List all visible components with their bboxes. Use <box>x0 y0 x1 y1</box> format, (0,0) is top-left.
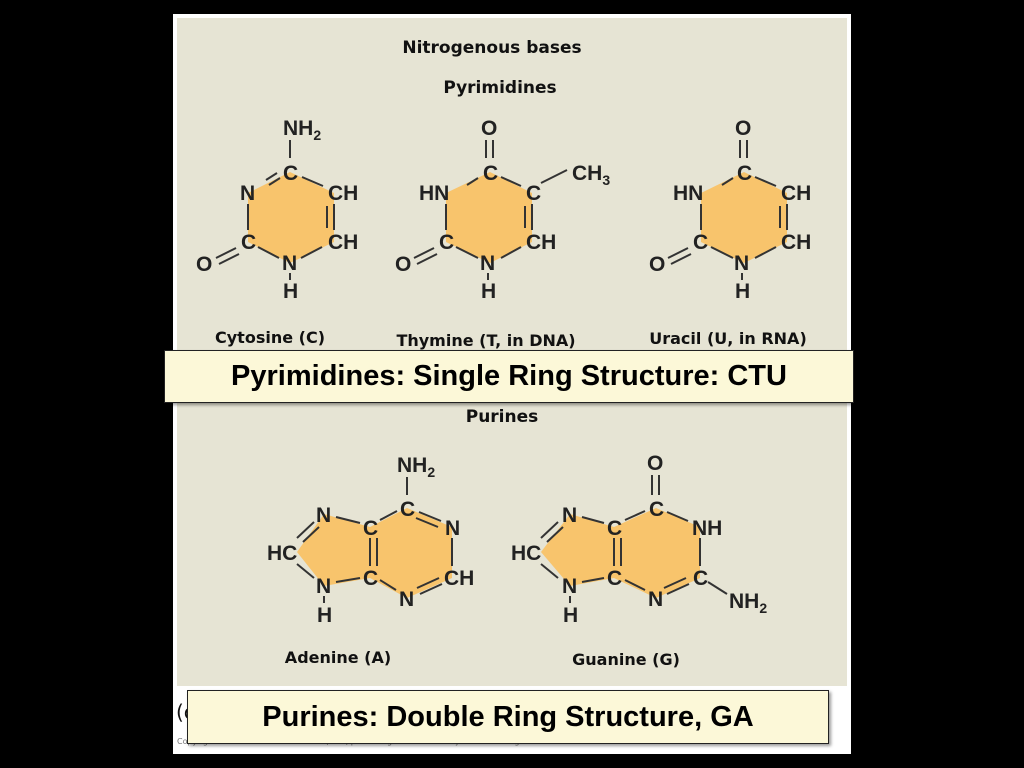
uracil-atom-c-top: C <box>737 162 752 185</box>
uracil-atom-hn: HN <box>673 182 703 205</box>
guanine-atom-nh2: NH2 <box>729 590 767 616</box>
pyrimidines-banner: Pyrimidines: Single Ring Structure: CTU <box>164 350 854 403</box>
uracil-atom-c-bottom: C <box>693 231 708 254</box>
adenine-atom-ch: CH <box>444 567 474 590</box>
adenine-atom-h9: H <box>317 604 332 627</box>
cytosine-atom-ch-bottom: CH <box>328 231 358 254</box>
diagram-title: Nitrogenous bases <box>402 38 582 58</box>
thymine-atom-h: H <box>481 280 496 303</box>
guanine-atom-c-top: C <box>649 498 664 521</box>
thymine-atom-ch-bottom: CH <box>526 231 556 254</box>
cytosine-ring <box>248 172 334 263</box>
thymine-atom-c-bottom: C <box>439 231 454 254</box>
adenine-atom-n-bottom: N <box>399 588 414 611</box>
guanine-atom-c-fuse-bottom: C <box>607 567 622 590</box>
purines-heading: Purines <box>465 407 539 427</box>
cytosine-caption: Cytosine (C) <box>215 328 325 347</box>
pyrimidines-heading: Pyrimidines <box>443 78 557 98</box>
guanine-atom-n-bottom: N <box>648 588 663 611</box>
adenine-atom-c-fuse-top: C <box>363 517 378 540</box>
guanine-caption: Guanine (G) <box>572 650 680 669</box>
thymine-ring <box>446 172 532 263</box>
uracil-atom-ch-top: CH <box>781 182 811 205</box>
cytosine-atom-o: O <box>196 253 212 276</box>
uracil-ring <box>701 172 787 263</box>
guanine-atom-n9: N <box>562 575 577 598</box>
thymine-atom-c-right: C <box>526 182 541 205</box>
uracil-caption: Uracil (U, in RNA) <box>649 329 807 348</box>
guanine-atom-c-fuse-top: C <box>607 517 622 540</box>
guanine-atom-c-right: C <box>693 567 708 590</box>
cytosine-atom-n-bottom: N <box>282 252 297 275</box>
cytosine-atom-c-bottom: C <box>241 231 256 254</box>
adenine-caption: Adenine (A) <box>284 648 392 667</box>
adenine-atom-c-top: C <box>400 498 415 521</box>
thymine-caption: Thymine (T, in DNA) <box>396 331 576 350</box>
thymine-atom-o-left: O <box>395 253 411 276</box>
adenine-atom-hc8: HC <box>267 542 297 565</box>
uracil-atom-ch-bottom: CH <box>781 231 811 254</box>
cytosine-atom-c-top: C <box>283 162 298 185</box>
guanine-atom-h9: H <box>563 604 578 627</box>
guanine-atom-o-top: O <box>647 452 663 475</box>
adenine-ring-five <box>297 514 370 586</box>
guanine-ring-six <box>614 508 700 598</box>
thymine-atom-n-bottom: N <box>480 252 495 275</box>
guanine-atom-n7: N <box>562 504 577 527</box>
adenine-atom-n7: N <box>316 504 331 527</box>
adenine-atom-c-fuse-bottom: C <box>363 567 378 590</box>
uracil-atom-o-left: O <box>649 253 665 276</box>
adenine-atom-n-right: N <box>445 517 460 540</box>
thymine-atom-c-top: C <box>483 162 498 185</box>
adenine-ring-six <box>370 508 452 598</box>
uracil-atom-n-bottom: N <box>734 252 749 275</box>
uracil-atom-o-top: O <box>735 117 751 140</box>
cytosine-atom-n-left: N <box>240 182 255 205</box>
guanine-ring-five <box>541 514 614 586</box>
thymine-atom-hn: HN <box>419 182 449 205</box>
cytosine-atom-ch-top: CH <box>328 182 358 205</box>
thymine-atom-o-top: O <box>481 117 497 140</box>
purines-banner: Purines: Double Ring Structure, GA <box>187 690 829 744</box>
adenine-atom-n9: N <box>316 575 331 598</box>
uracil-atom-h: H <box>735 280 750 303</box>
cytosine-atom-h: H <box>283 280 298 303</box>
guanine-atom-nh: NH <box>692 517 722 540</box>
guanine-atom-hc8: HC <box>511 542 541 565</box>
